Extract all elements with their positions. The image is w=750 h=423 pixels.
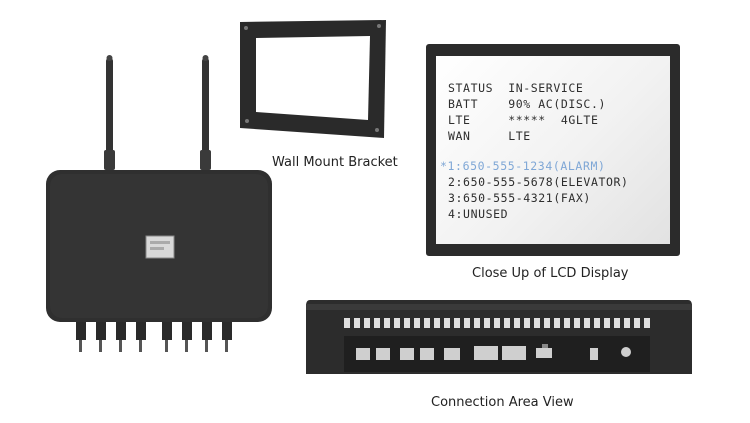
left-antenna [106,58,113,158]
router-device-image [46,55,272,352]
wall-mount-bracket-image [240,20,386,138]
caption-wall-mount-bracket: Wall Mount Bracket [272,155,398,170]
lcd-line-alarm: *1:650-555-1234(ALARM) [440,159,606,173]
lcd-line: 4:UNUSED [448,207,509,221]
ports [356,346,631,360]
bottom-cables [76,322,232,352]
right-antenna [202,58,209,158]
lcd-line: WAN LTE [448,129,531,143]
caption-lcd-display: Close Up of LCD Display [472,266,629,281]
lcd-line: 3:650-555-4321(FAX) [448,191,591,205]
lcd-line: STATUS IN-SERVICE [448,81,584,95]
lcd-screen [436,56,670,244]
vent-grille [344,318,650,328]
connection-area-image [306,300,692,374]
lcd-line: 2:650-555-5678(ELEVATOR) [448,175,629,189]
lcd-line: LTE ***** 4GLTE [448,113,599,127]
caption-connection-area: Connection Area View [431,395,574,410]
lcd-line: BATT 90% AC(DISC.) [448,97,606,111]
